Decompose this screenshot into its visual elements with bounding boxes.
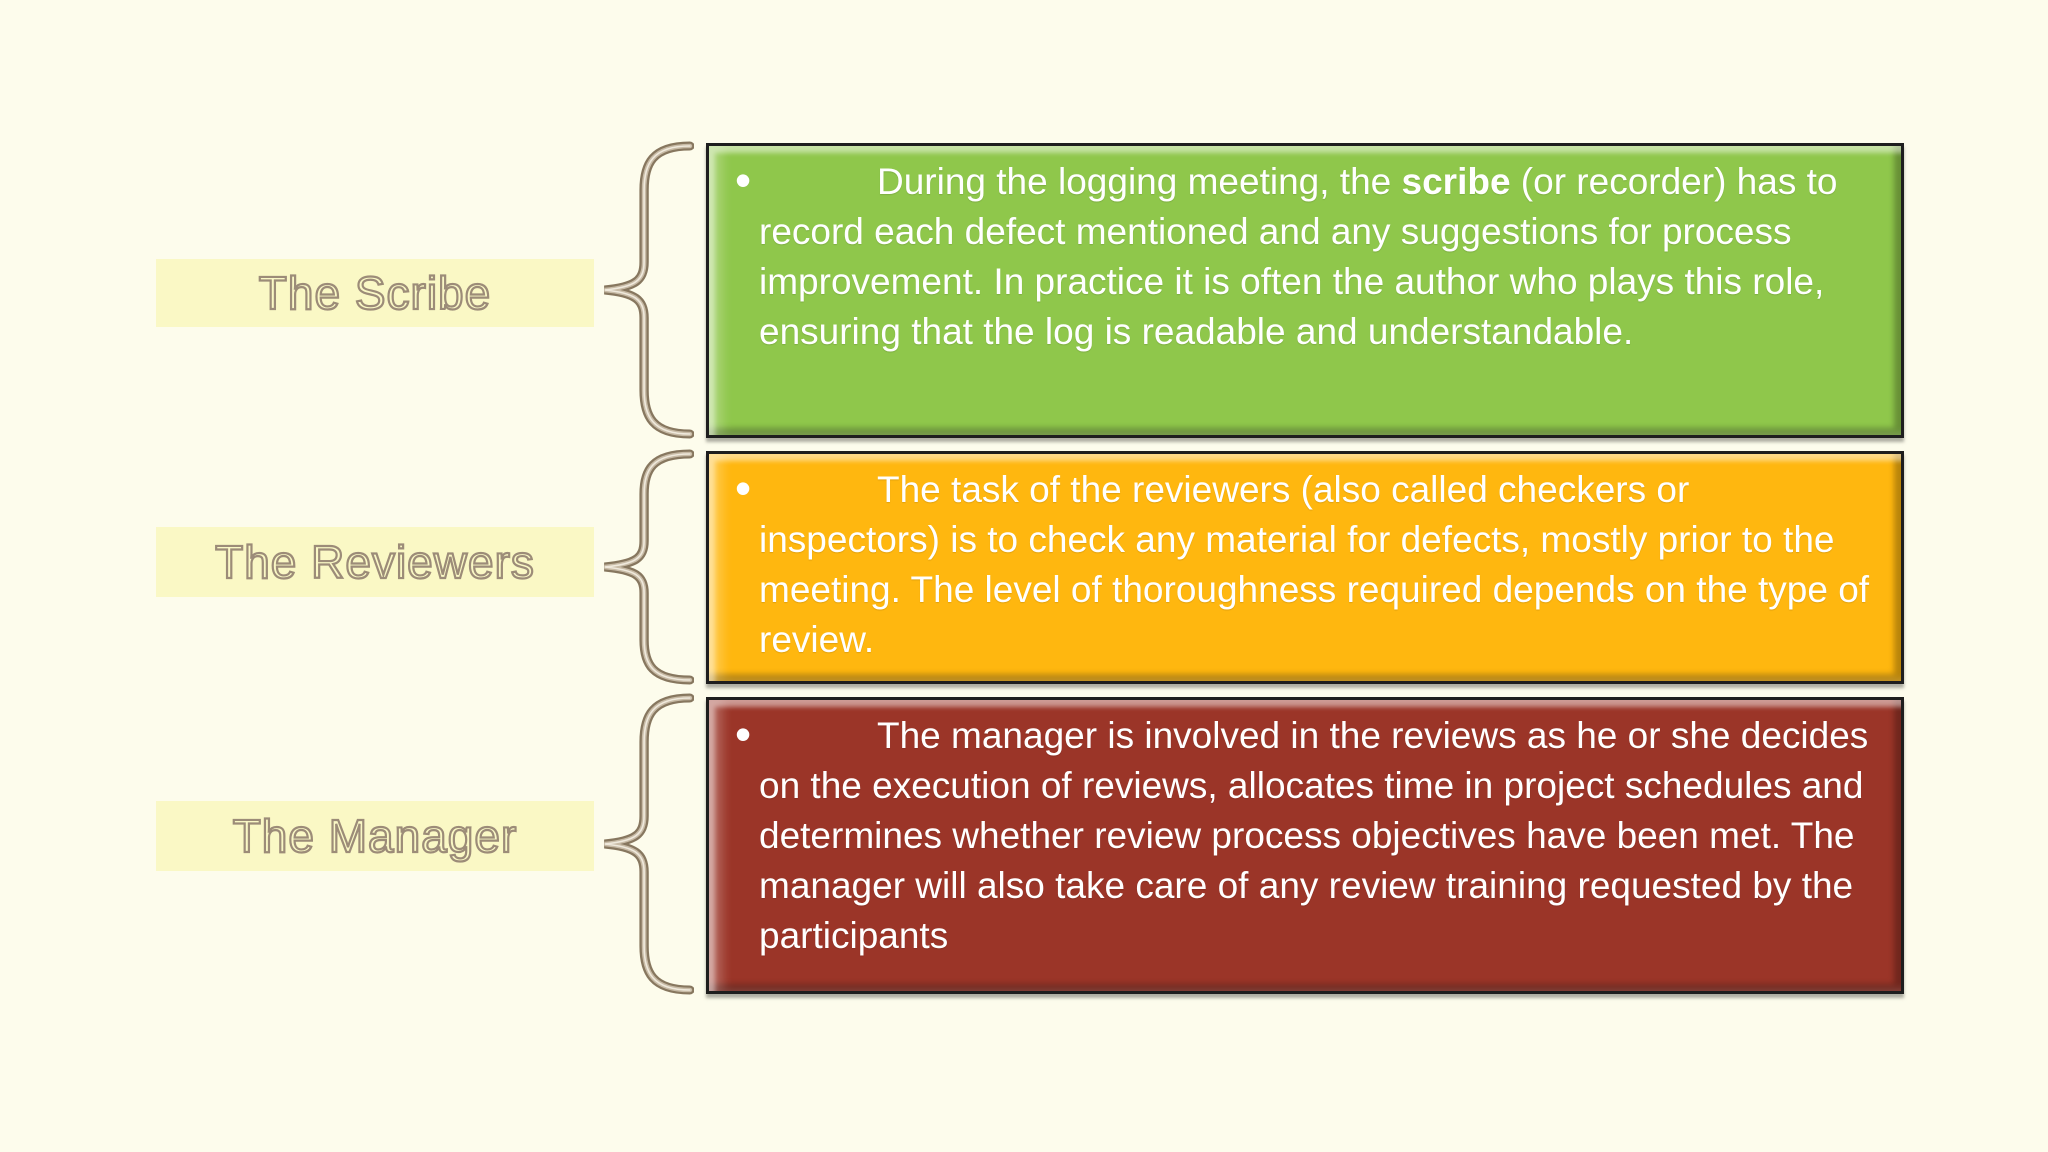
content-box-scribe: • During the logging meeting, the scribe… bbox=[706, 143, 1904, 438]
bullet-icon: • bbox=[735, 708, 752, 760]
bullet-icon: • bbox=[735, 154, 752, 206]
role-label-reviewers: The Reviewers bbox=[156, 527, 594, 597]
content-text-reviewers-pre: The task of the reviewers (also called c… bbox=[759, 469, 1870, 660]
role-label-manager: The Manager bbox=[156, 801, 594, 871]
role-label-scribe: The Scribe bbox=[156, 259, 594, 327]
content-text-manager-pre: The manager is involved in the reviews a… bbox=[759, 715, 1869, 956]
curly-brace-icon bbox=[604, 693, 694, 995]
curly-brace-icon bbox=[604, 141, 694, 439]
bullet-icon: • bbox=[735, 462, 752, 514]
content-text-scribe-post: (or recorder) has to record each defect … bbox=[759, 161, 1838, 352]
curly-brace-scribe bbox=[590, 140, 694, 440]
content-text-manager: The manager is involved in the reviews a… bbox=[709, 700, 1901, 961]
content-text-reviewers: The task of the reviewers (also called c… bbox=[709, 454, 1901, 665]
curly-brace-icon bbox=[604, 449, 694, 685]
content-box-reviewers: • The task of the reviewers (also called… bbox=[706, 451, 1904, 684]
content-text-scribe-pre: During the logging meeting, the bbox=[877, 161, 1402, 202]
role-label-manager-text: The Manager bbox=[232, 809, 518, 863]
content-box-manager: • The manager is involved in the reviews… bbox=[706, 697, 1904, 994]
role-label-scribe-text: The Scribe bbox=[258, 266, 492, 320]
role-label-reviewers-text: The Reviewers bbox=[214, 535, 535, 589]
content-text-scribe-bold: scribe bbox=[1401, 161, 1511, 202]
curly-brace-reviewers bbox=[590, 448, 694, 686]
content-text-scribe: During the logging meeting, the scribe (… bbox=[709, 146, 1901, 357]
curly-brace-manager bbox=[590, 692, 694, 996]
